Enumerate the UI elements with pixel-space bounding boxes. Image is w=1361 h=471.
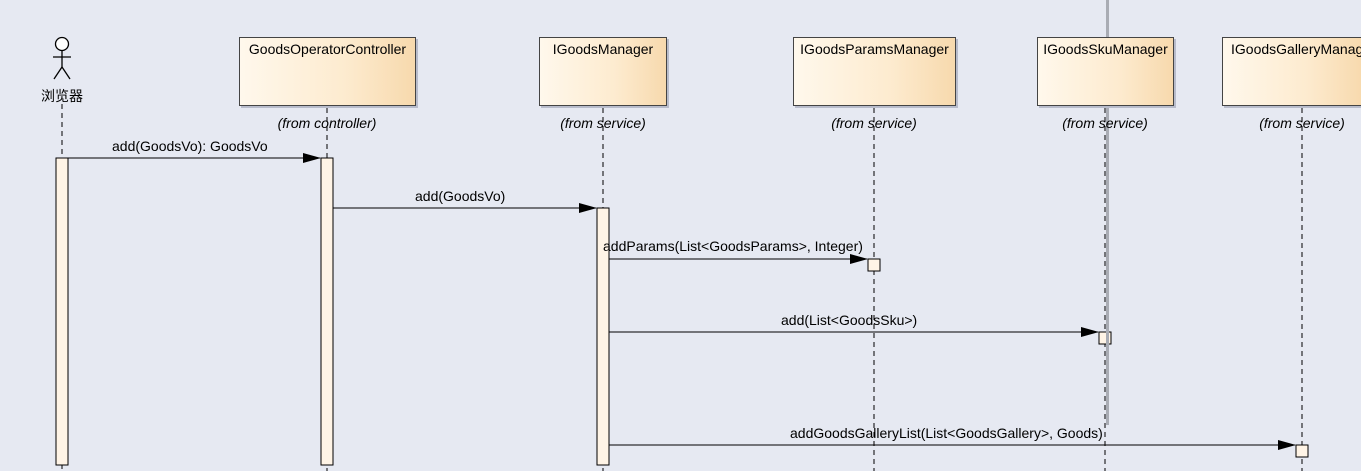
lifeline-box-gallery-manager[interactable]: IGoodsGalleryManag: [1222, 37, 1361, 106]
pane-splitter[interactable]: [1106, 0, 1109, 425]
stereotype-goods-manager: (from service): [560, 115, 646, 131]
lifeline-box-sku-manager[interactable]: IGoodsSkuManager: [1037, 37, 1174, 106]
stereotype-params-manager: (from service): [831, 115, 917, 131]
stereotype-controller: (from controller): [277, 115, 377, 131]
actor-label: 浏览器: [41, 88, 83, 104]
message-label-4[interactable]: add(List<GoodsSku>): [781, 312, 918, 328]
stereotype-gallery-manager: (from service): [1259, 115, 1345, 131]
lifeline-box-params-manager[interactable]: IGoodsParamsManager: [793, 37, 956, 106]
params-manager-activation: [867, 258, 881, 272]
message-label-2[interactable]: add(GoodsVo): [415, 188, 506, 204]
goods-manager-activation: [596, 207, 610, 466]
message-label-1[interactable]: add(GoodsVo): GoodsVo: [112, 138, 268, 154]
lifeline-box-controller[interactable]: GoodsOperatorController: [239, 37, 416, 106]
actor-activation: [55, 157, 69, 466]
lifeline-name: IGoodsParamsManager: [800, 41, 949, 57]
stereotype-sku-manager: (from service): [1062, 115, 1148, 131]
gallery-manager-activation: [1295, 444, 1309, 458]
lifeline-box-goods-manager[interactable]: IGoodsManager: [539, 37, 667, 106]
message-label-5[interactable]: addGoodsGalleryList(List<GoodsGallery>, …: [790, 425, 1103, 441]
lifeline-name: IGoodsSkuManager: [1043, 41, 1168, 57]
lifeline-name: IGoodsManager: [552, 41, 654, 57]
lifeline-name: IGoodsGalleryManag: [1231, 41, 1361, 57]
message-label-3[interactable]: addParams(List<GoodsParams>, Integer): [603, 238, 863, 254]
actor-stick-figure-icon: [53, 36, 71, 80]
lifeline-name: GoodsOperatorController: [248, 41, 407, 57]
sku-manager-activation: [1098, 331, 1112, 345]
controller-activation: [320, 157, 334, 466]
